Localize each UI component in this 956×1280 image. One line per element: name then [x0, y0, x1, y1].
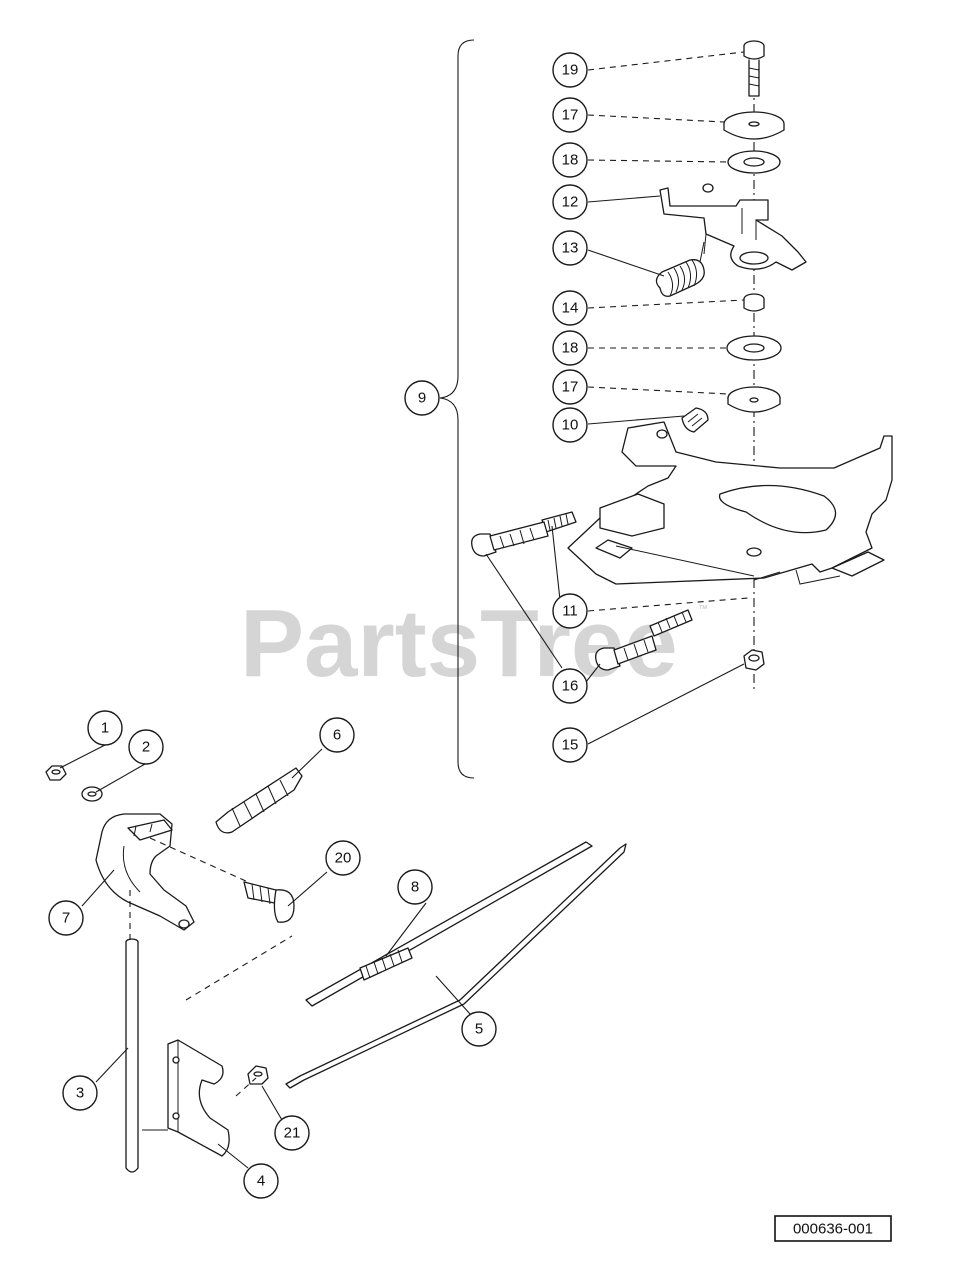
part-17-washer-bottom — [727, 386, 781, 413]
svg-text:17: 17 — [562, 379, 579, 396]
svg-text:18: 18 — [562, 152, 579, 169]
svg-text:10: 10 — [562, 417, 579, 434]
part-6-spring — [215, 767, 303, 834]
part-16-screws — [471, 521, 657, 671]
part-18-washer-top — [727, 150, 781, 174]
control-plate — [567, 421, 893, 585]
callout-11[interactable]: 11 — [552, 593, 588, 629]
callout-21[interactable]: 21 — [274, 1115, 310, 1151]
svg-text:4: 4 — [257, 1173, 265, 1190]
callout-7[interactable]: 7 — [48, 900, 84, 936]
svg-text:11: 11 — [562, 603, 578, 620]
callout-14[interactable]: 14 — [552, 290, 588, 326]
part-21-nut — [247, 1065, 269, 1085]
part-15-nut — [743, 649, 765, 671]
callout-6[interactable]: 6 — [319, 717, 355, 753]
watermark: PartsTree ™ — [240, 590, 708, 697]
part-12-throttle-lever — [659, 183, 807, 271]
part-18-washer-bottom — [726, 335, 782, 361]
svg-text:8: 8 — [411, 879, 419, 896]
part-14-bushing — [743, 293, 765, 312]
svg-text:18: 18 — [562, 340, 579, 357]
callout-12[interactable]: 12 — [552, 184, 588, 220]
svg-text:3: 3 — [76, 1085, 84, 1102]
part-3-shaft — [125, 938, 139, 1173]
svg-text:14: 14 — [562, 300, 579, 317]
callout-15[interactable]: 15 — [552, 727, 588, 763]
svg-text:6: 6 — [333, 727, 341, 744]
svg-text:™: ™ — [698, 604, 708, 615]
part-17-washer-top — [723, 111, 785, 140]
svg-text:21: 21 — [284, 1125, 301, 1142]
svg-text:1: 1 — [101, 720, 109, 737]
assembly-guide-lines — [129, 837, 293, 1097]
svg-text:15: 15 — [562, 737, 579, 754]
svg-text:19: 19 — [562, 62, 579, 79]
callout-10[interactable]: 10 — [552, 407, 588, 443]
part-19-screw — [743, 40, 765, 97]
callout-17-bottom[interactable]: 17 — [552, 369, 588, 405]
part-7-governor-lever — [95, 813, 195, 931]
drawing-code: 000636-001 — [793, 1221, 873, 1238]
svg-text:2: 2 — [142, 739, 150, 756]
part-11-springs — [541, 511, 693, 637]
callout-3[interactable]: 3 — [62, 1075, 98, 1111]
svg-text:5: 5 — [475, 1021, 483, 1038]
callout-16[interactable]: 16 — [552, 668, 588, 704]
callout-18-top[interactable]: 18 — [552, 142, 588, 178]
part-5-throttle-link — [285, 843, 627, 1089]
svg-text:9: 9 — [418, 390, 426, 407]
assembly-bracket — [439, 39, 475, 779]
callout-13[interactable]: 13 — [552, 230, 588, 266]
svg-text:17: 17 — [562, 107, 579, 124]
callout-17-top[interactable]: 17 — [552, 97, 588, 133]
callout-4[interactable]: 4 — [243, 1163, 279, 1199]
callout-8[interactable]: 8 — [397, 869, 433, 905]
part-8-governor-spring-rod — [305, 841, 593, 1007]
svg-text:12: 12 — [562, 194, 579, 211]
part-4-bracket — [167, 1039, 230, 1157]
svg-text:16: 16 — [562, 678, 579, 695]
callout-18-bottom[interactable]: 18 — [552, 330, 588, 366]
part-20-bolt — [243, 881, 295, 923]
callout-9[interactable]: 9 — [404, 380, 440, 416]
callout-2[interactable]: 2 — [128, 729, 164, 765]
part-10-screw — [681, 407, 709, 433]
part-2-washer — [81, 786, 103, 802]
callout-1[interactable]: 1 — [87, 710, 123, 746]
callout-19[interactable]: 19 — [552, 52, 588, 88]
callout-5[interactable]: 5 — [461, 1011, 497, 1047]
part-13-spring — [655, 241, 705, 297]
svg-text:13: 13 — [562, 240, 579, 257]
svg-text:7: 7 — [62, 910, 70, 927]
part-1-nut — [45, 765, 67, 781]
svg-text:20: 20 — [335, 850, 352, 867]
drawing-code-box: 000636-001 — [774, 1215, 892, 1242]
svg-text:PartsTree: PartsTree — [240, 590, 678, 697]
leader-lines — [59, 51, 749, 1169]
callout-20[interactable]: 20 — [325, 840, 361, 876]
